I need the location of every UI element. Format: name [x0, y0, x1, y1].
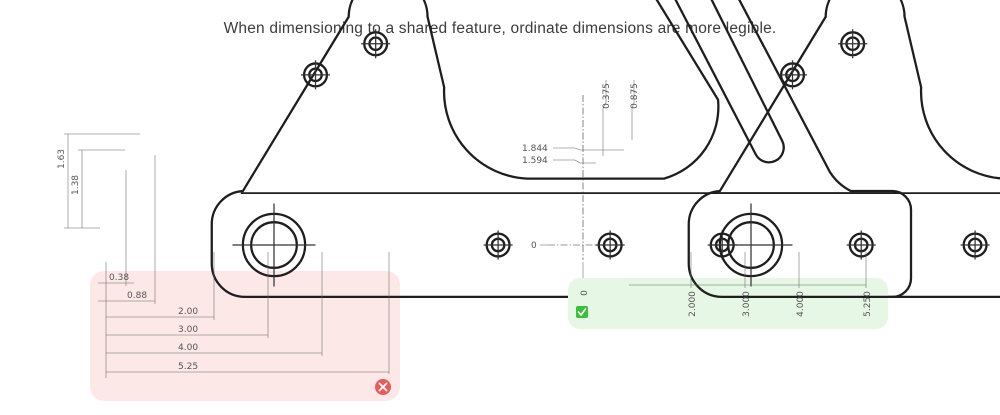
check-icon	[576, 306, 588, 318]
good-highlight	[568, 278, 888, 329]
right-bracket-part	[688, 0, 1000, 298]
error-x-icon	[375, 379, 391, 395]
left-horizontal-dims: 0.38 0.88 2.00 3.00 4.00 5.25	[98, 273, 389, 373]
ordinate-left-2: 1.594	[522, 156, 548, 166]
ordinate-left-origin: 0	[531, 241, 537, 251]
right-drawing: 0.375 0.875 1.844 1.594 0 0	[522, 0, 1000, 329]
dim-horizontal-3: 2.00	[178, 307, 198, 317]
right-bottom-ordinates: 0 2.000 3.000 4.000 5.250	[580, 252, 873, 317]
left-bracket-part	[211, 0, 912, 298]
bad-highlight	[90, 271, 400, 401]
ordinate-bottom-1: 2.000	[688, 291, 698, 317]
right-left-ordinates: 1.844 1.594 0	[522, 144, 624, 251]
dim-vertical-1: 1.63	[57, 149, 67, 169]
right-top-ordinates: 0.375 0.875	[602, 80, 640, 156]
figure-caption: When dimensioning to a shared feature, o…	[223, 20, 777, 37]
ordinate-bottom-3: 4.000	[796, 291, 806, 317]
ordinate-top-2: 0.875	[630, 83, 640, 109]
dim-vertical-2: 1.38	[71, 175, 81, 195]
dim-horizontal-2: 0.88	[127, 291, 147, 301]
ordinate-left-1: 1.844	[522, 144, 548, 154]
ordinate-bottom-origin: 0	[580, 290, 590, 296]
dim-horizontal-1: 0.38	[109, 273, 129, 283]
ordinate-bottom-2: 3.000	[742, 291, 752, 317]
dim-horizontal-6: 5.25	[178, 362, 198, 372]
dim-horizontal-5: 4.00	[178, 343, 198, 353]
ordinate-bottom-4: 5.250	[863, 291, 873, 317]
left-vertical-dims: 1.63 1.38	[57, 133, 140, 229]
dim-horizontal-4: 3.00	[178, 325, 198, 335]
left-drawing: 1.63 1.38 0.38	[57, 0, 912, 401]
left-extension-lines	[105, 155, 390, 378]
ordinate-top-1: 0.375	[602, 83, 612, 109]
